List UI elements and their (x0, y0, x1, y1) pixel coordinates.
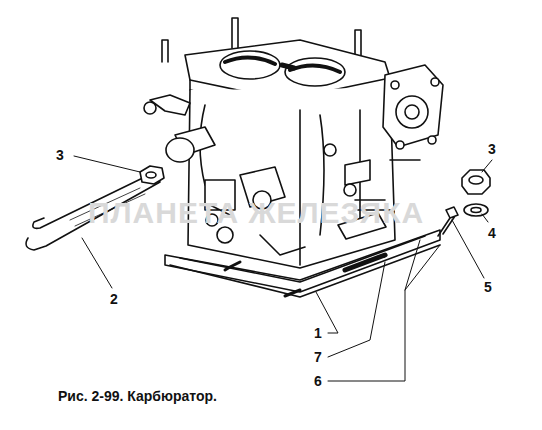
callout-number: 3 (488, 142, 496, 156)
watermark: ПЛАНЕТА ЖЕЛЕЗЯКА (88, 198, 424, 228)
nut (462, 170, 490, 194)
leader-lines (74, 156, 492, 381)
callout-number: 6 (314, 374, 322, 388)
nut (140, 166, 164, 184)
gasket (170, 245, 440, 297)
callout-number: 4 (488, 226, 496, 240)
screw (438, 207, 458, 236)
callout-number: 1 (314, 326, 322, 340)
callout-number: 7 (314, 350, 322, 364)
callout-number: 2 (110, 292, 118, 306)
accelerator-pump (383, 65, 443, 147)
callout-number: 3 (56, 148, 64, 162)
washer (464, 204, 488, 216)
callout-number: 5 (484, 280, 492, 294)
figure-caption: Рис. 2-99. Карбюратор. (58, 389, 217, 403)
